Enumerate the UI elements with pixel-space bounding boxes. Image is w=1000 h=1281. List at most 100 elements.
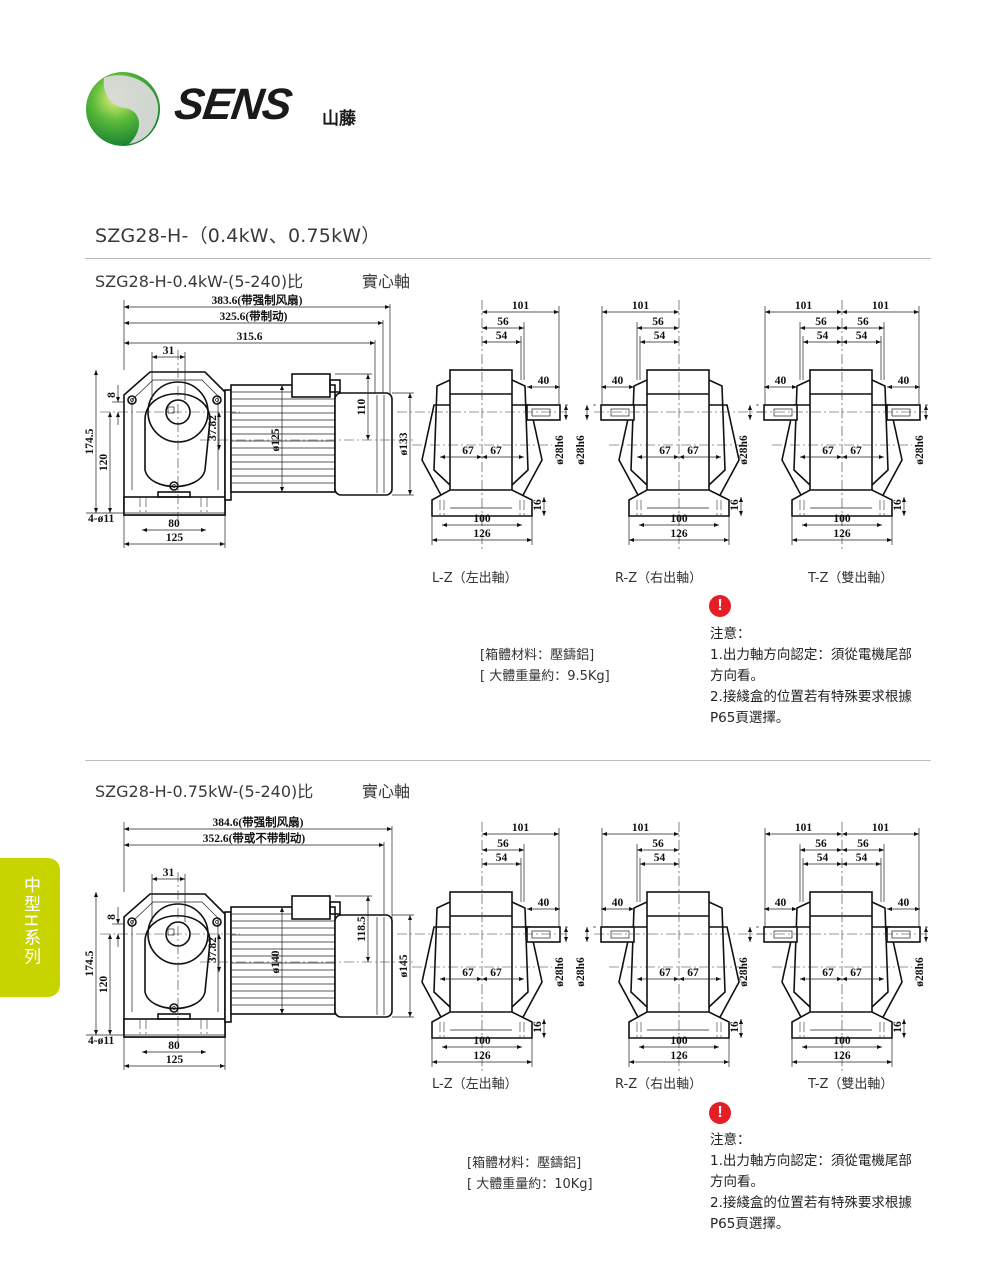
terminal-box	[291, 895, 331, 920]
dimension-arrow	[124, 321, 129, 325]
page-title: SZG28-H-（0.4kW、0.75kW）	[95, 225, 381, 247]
material-text: [箱體材料：壓鑄鋁]	[467, 1156, 582, 1171]
dimension-arrow	[739, 511, 743, 516]
shaft-type: 實心軸	[362, 782, 411, 801]
dimension-arrow	[217, 412, 221, 417]
dimension-label: 16	[892, 1021, 904, 1033]
dimension-arrow	[748, 937, 752, 942]
weight-text: [ 大體重量約：9.5Kg]	[480, 669, 610, 684]
dimension-label: 100	[670, 513, 688, 525]
dimension-arrow	[879, 977, 884, 981]
dimension-arrow	[280, 907, 284, 912]
dimension-arrow	[716, 977, 721, 981]
dimension-label: 56	[857, 838, 869, 850]
bolt-icon	[215, 398, 219, 402]
dimension-arrow	[800, 326, 805, 330]
dimension-arrow	[554, 310, 559, 314]
dimension-arrow	[542, 1019, 546, 1024]
shaft-key	[773, 930, 793, 939]
dimension-arrow	[602, 310, 607, 314]
dimension-arrow	[837, 832, 842, 836]
dimension-label: 352.6(带或不带制动)	[203, 831, 306, 845]
housing-cover	[144, 914, 211, 1010]
dimension-label: 40	[612, 375, 624, 387]
dimension-label: 120	[98, 976, 110, 994]
section-subtitle: SZG28-H-0.75kW-(5-240)比	[95, 782, 314, 801]
view-label-tz: T-Z（雙出軸）	[808, 571, 894, 586]
dimension-label: ø28h6	[554, 435, 566, 465]
dimension-arrow	[527, 538, 532, 542]
dimension-arrow	[542, 511, 546, 516]
flange-left	[433, 379, 451, 486]
dimension-arrow	[842, 310, 847, 314]
dimension-label: 101	[795, 822, 813, 834]
dimension-arrow	[108, 1030, 112, 1035]
bolt-icon	[212, 917, 222, 927]
dimension-arrow	[629, 907, 634, 911]
notes: 注意： 1.出力軸方向認定：須從電機尾部 方向看。 2.接綫盒的位置若有特殊要求…	[710, 1130, 912, 1235]
gearbox-body	[646, 369, 710, 498]
dimension-arrow	[116, 397, 120, 402]
dimension-arrow	[674, 832, 679, 836]
dimension-arrow	[482, 862, 487, 866]
dimension-arrow	[387, 827, 392, 831]
dimension-arrow	[152, 877, 157, 881]
dimension-label: 67	[687, 967, 699, 979]
dimension-label: 110	[356, 398, 368, 415]
dimension-arrow	[477, 977, 482, 981]
dimension-arrow	[152, 355, 157, 359]
dimension-label: 56	[857, 316, 869, 328]
shaft-type: 實心軸	[362, 272, 411, 291]
dimension-arrow	[714, 523, 719, 527]
dimension-arrow	[482, 848, 487, 852]
dimension-arrow	[640, 340, 645, 344]
dimension-arrow	[585, 937, 589, 942]
dimension-arrow	[280, 385, 284, 390]
dimension-arrow	[220, 1064, 225, 1068]
dimension-arrow	[739, 497, 743, 502]
view-label-rz: R-Z（右出軸）	[615, 1077, 703, 1092]
dimension-arrow	[800, 848, 805, 852]
dimension-arrow	[124, 1064, 129, 1068]
dimension-label: 54	[654, 852, 666, 864]
dimension-label: ø133	[398, 432, 410, 455]
dimension-arrow	[748, 415, 752, 420]
dimension-label: 101	[632, 822, 650, 834]
dimension-arrow	[440, 977, 445, 981]
dimension-label: 4-ø11	[88, 513, 114, 525]
dimension-arrow	[902, 1033, 906, 1038]
dimension-label: 100	[833, 1035, 851, 1047]
dimension-label: 67	[490, 445, 502, 457]
dimension-arrow	[716, 455, 721, 459]
dimension-arrow	[748, 405, 752, 410]
dimension-arrow	[116, 919, 120, 924]
dimension-label: 16	[532, 499, 544, 511]
notes: 注意： 1.出力軸方向認定：須從電機尾部 方向看。 2.接綫盒的位置若有特殊要求…	[710, 624, 912, 729]
flange-right	[511, 901, 529, 1008]
dimension-arrow	[887, 1060, 892, 1064]
dimension-arrow	[902, 497, 906, 502]
cable-gland	[329, 901, 341, 915]
sidebar-series-tab[interactable]: 中型H系列	[0, 858, 60, 997]
bolt-icon	[127, 917, 137, 927]
dimension-arrow	[876, 862, 881, 866]
dimension-arrow	[124, 843, 129, 847]
dimension-arrow	[601, 385, 606, 389]
base-boss	[157, 491, 191, 498]
flange-left	[793, 379, 811, 486]
cable-gland	[329, 379, 341, 393]
dimension-label: 16	[729, 499, 741, 511]
motor-body	[230, 384, 336, 493]
flange-right	[871, 379, 889, 486]
dimension-arrow	[124, 341, 129, 345]
dimension-label: 31	[163, 867, 175, 879]
dimension-arrow	[408, 1012, 412, 1017]
dimension-arrow	[803, 340, 808, 344]
dimension-arrow	[408, 393, 412, 398]
dimension-label: 56	[497, 838, 509, 850]
end-cover	[334, 914, 393, 1018]
